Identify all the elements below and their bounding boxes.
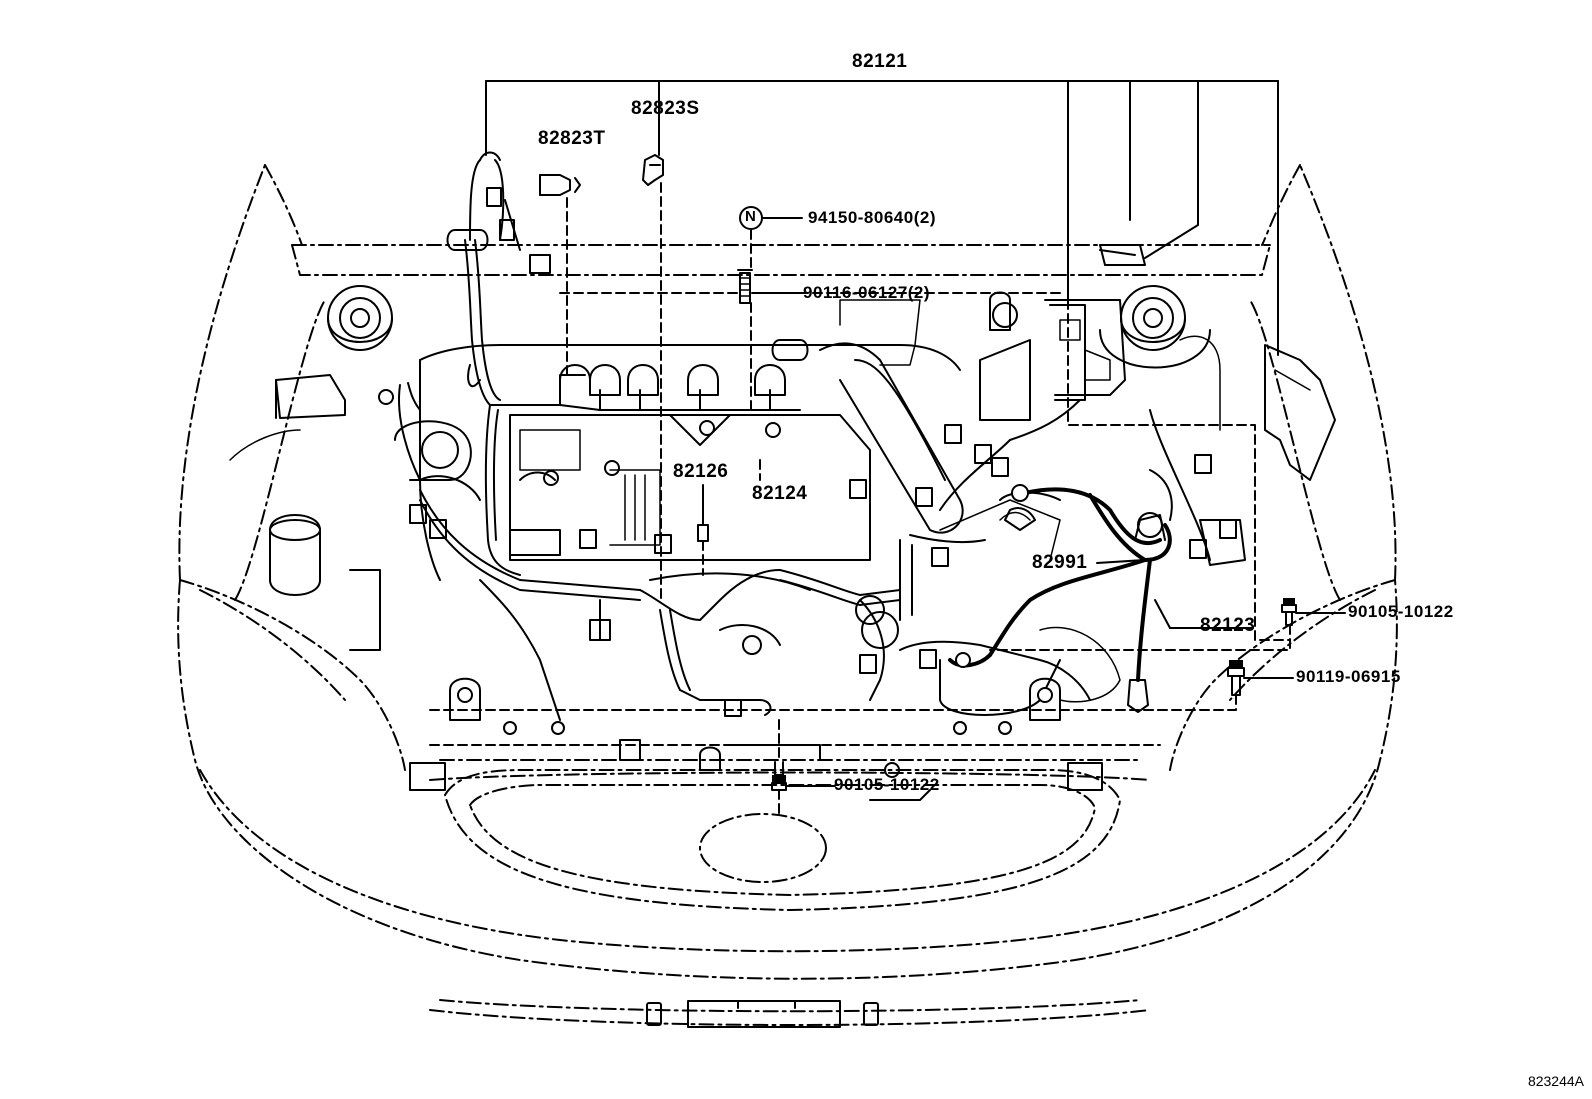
leader-lines	[485, 80, 1346, 816]
callout-82121: 82121	[852, 51, 908, 72]
callout-82124: 82124	[752, 483, 808, 504]
callout-82823t: 82823T	[538, 128, 606, 149]
callout-82991: 82991	[1032, 552, 1088, 573]
left-components	[229, 374, 472, 651]
callout-90105-10122-right: 90105-10122	[1348, 602, 1454, 621]
diagram-reference-number: 823244A	[1527, 1073, 1584, 1089]
callout-94150-80640: 94150-80640(2)	[808, 208, 936, 227]
callout-82123: 82123	[1200, 615, 1256, 636]
n-symbol-label: N	[745, 208, 757, 225]
bolt-90119	[1227, 660, 1245, 696]
engine-wire-harness	[378, 151, 1237, 717]
car-body-outline	[177, 164, 1398, 1026]
headlights	[179, 579, 1396, 771]
bolt-90105-right	[1281, 598, 1297, 626]
license-plate-area	[646, 1000, 879, 1028]
battery-cables	[948, 484, 1172, 713]
engine-block	[419, 299, 1121, 721]
bolt-90105-bottom	[771, 761, 787, 791]
front-support	[429, 709, 1166, 801]
callout-82823s: 82823S	[631, 98, 700, 119]
callout-90119-06915: 90119-06915	[1296, 667, 1401, 686]
connector-82823t	[539, 174, 581, 196]
connector-82823s	[642, 154, 664, 186]
callout-82126: 82126	[673, 461, 729, 482]
callout-90105-10122-bottom: 90105-10122	[834, 775, 940, 794]
front-grille	[409, 762, 1121, 911]
strut-towers	[327, 285, 1211, 369]
mount-brackets	[449, 677, 1061, 761]
stud-90116	[737, 269, 753, 304]
callout-90116-06127: 90116-06127(2)	[803, 283, 931, 302]
